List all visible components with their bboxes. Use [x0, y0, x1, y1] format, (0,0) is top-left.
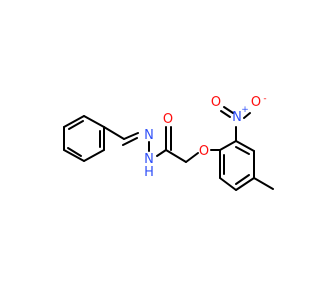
bond: [83, 149, 105, 162]
atom-label: O: [251, 95, 261, 110]
atom-label: O: [211, 95, 221, 110]
bond: [253, 177, 274, 190]
charge-label: +: [241, 105, 249, 115]
atom-label: O: [199, 144, 209, 159]
bond: [235, 174, 250, 185]
bond: [219, 177, 237, 191]
bond: [219, 140, 237, 151]
atom-label: N: [232, 110, 242, 125]
structure-svg: O N N H O N O O + -: [63, 94, 274, 191]
bond: [235, 177, 255, 191]
bond: [243, 112, 251, 119]
bond: [122, 137, 138, 146]
bond: [185, 152, 199, 163]
bond: [223, 106, 234, 114]
atom-label: N: [144, 128, 154, 143]
bond: [156, 149, 167, 157]
bond: [123, 132, 139, 140]
bond: [63, 149, 85, 162]
molecule-diagram: O N N H O N O O + -: [63, 94, 274, 191]
bond: [165, 149, 187, 163]
bond: [68, 120, 84, 130]
bond: [235, 146, 250, 155]
bond: [235, 140, 255, 152]
atom-label: N: [144, 152, 154, 167]
bond: [83, 115, 105, 128]
atom-label: H: [144, 165, 154, 180]
bond: [67, 147, 82, 157]
bond: [220, 110, 231, 118]
bond: [63, 115, 85, 128]
atom-label: O: [163, 112, 173, 127]
bond: [103, 126, 125, 140]
charge-label: -: [263, 94, 266, 104]
